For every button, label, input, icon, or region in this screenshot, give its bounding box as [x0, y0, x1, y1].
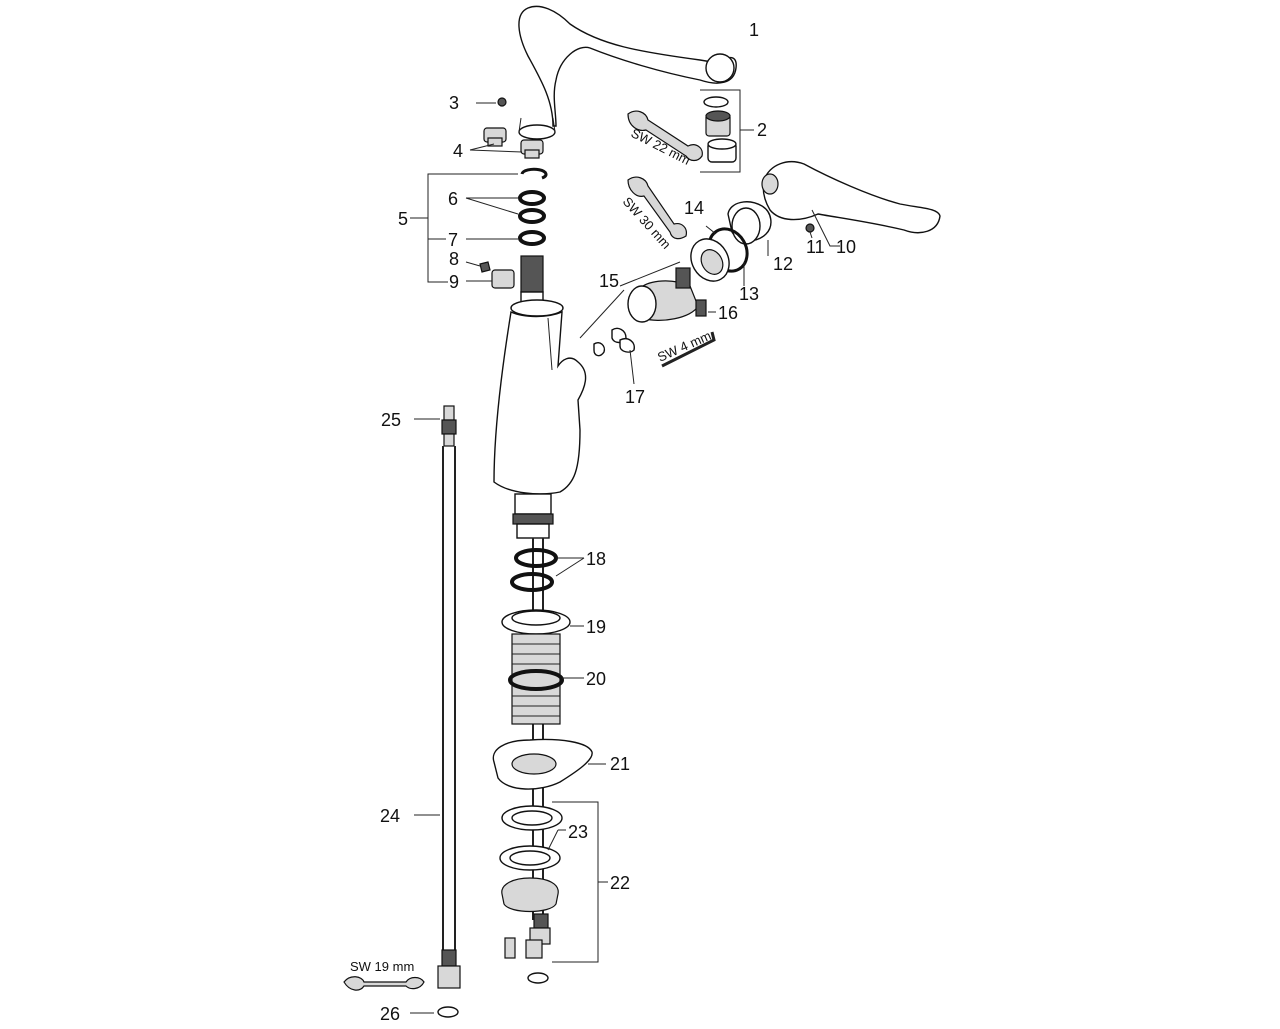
- label-3: 3: [449, 93, 459, 113]
- label-10: 10: [836, 237, 856, 257]
- wrench-sw30-icon: SW 30 mm: [620, 176, 687, 252]
- label-1: 1: [749, 20, 759, 40]
- label-19: 19: [586, 617, 606, 637]
- label-12: 12: [773, 254, 793, 274]
- small-parts-3-9: [410, 97, 548, 289]
- cartridge-part-15: [579, 261, 699, 339]
- label-20: 20: [586, 669, 606, 689]
- label-4: 4: [453, 141, 463, 161]
- label-14: 14: [684, 198, 704, 218]
- allen-key-sw4-icon: SW 4 mm: [655, 328, 716, 368]
- screw-part-16: [695, 299, 716, 317]
- wrench-sw22-icon: SW 22 mm: [627, 110, 703, 168]
- label-5: 5: [398, 209, 408, 229]
- spout-part-1: [518, 5, 737, 140]
- ring-part-13-14: [690, 225, 749, 286]
- part-number-labels: 1 2 3 4 5 6 7 8 9 10 11 12 13 14 15 16 1…: [380, 20, 856, 1024]
- label-11: 11: [806, 237, 825, 257]
- shank-part-20: [508, 633, 584, 725]
- washers-part-22-23: [499, 801, 608, 984]
- label-6: 6: [448, 189, 458, 209]
- label-24: 24: [380, 806, 400, 826]
- fixing-plate-part-21: [492, 738, 606, 790]
- label-7: 7: [448, 230, 458, 250]
- cap-part-12: [727, 201, 772, 256]
- tool-label-sw19: SW 19 mm: [350, 959, 414, 974]
- label-15: 15: [599, 271, 619, 291]
- label-17: 17: [625, 387, 645, 407]
- label-21: 21: [610, 754, 630, 774]
- label-16: 16: [718, 303, 738, 323]
- label-26: 26: [380, 1004, 400, 1024]
- wrench-sw19-icon: SW 19 mm: [343, 959, 425, 991]
- orings-part-18: [510, 548, 585, 592]
- screw-part-11: [805, 223, 815, 239]
- handle-part-10: [761, 161, 941, 247]
- hose-part-24-26: [410, 405, 461, 1018]
- label-22: 22: [610, 873, 630, 893]
- washer-part-19: [501, 609, 584, 635]
- label-18: 18: [586, 549, 606, 569]
- label-25: 25: [381, 410, 401, 430]
- label-8: 8: [449, 249, 459, 269]
- mixer-body: [493, 255, 587, 539]
- label-9: 9: [449, 272, 459, 292]
- aerator-part-2: [700, 89, 754, 173]
- seals-part-17: [593, 327, 635, 385]
- label-23: 23: [568, 822, 588, 842]
- label-2: 2: [757, 120, 767, 140]
- label-13: 13: [739, 284, 759, 304]
